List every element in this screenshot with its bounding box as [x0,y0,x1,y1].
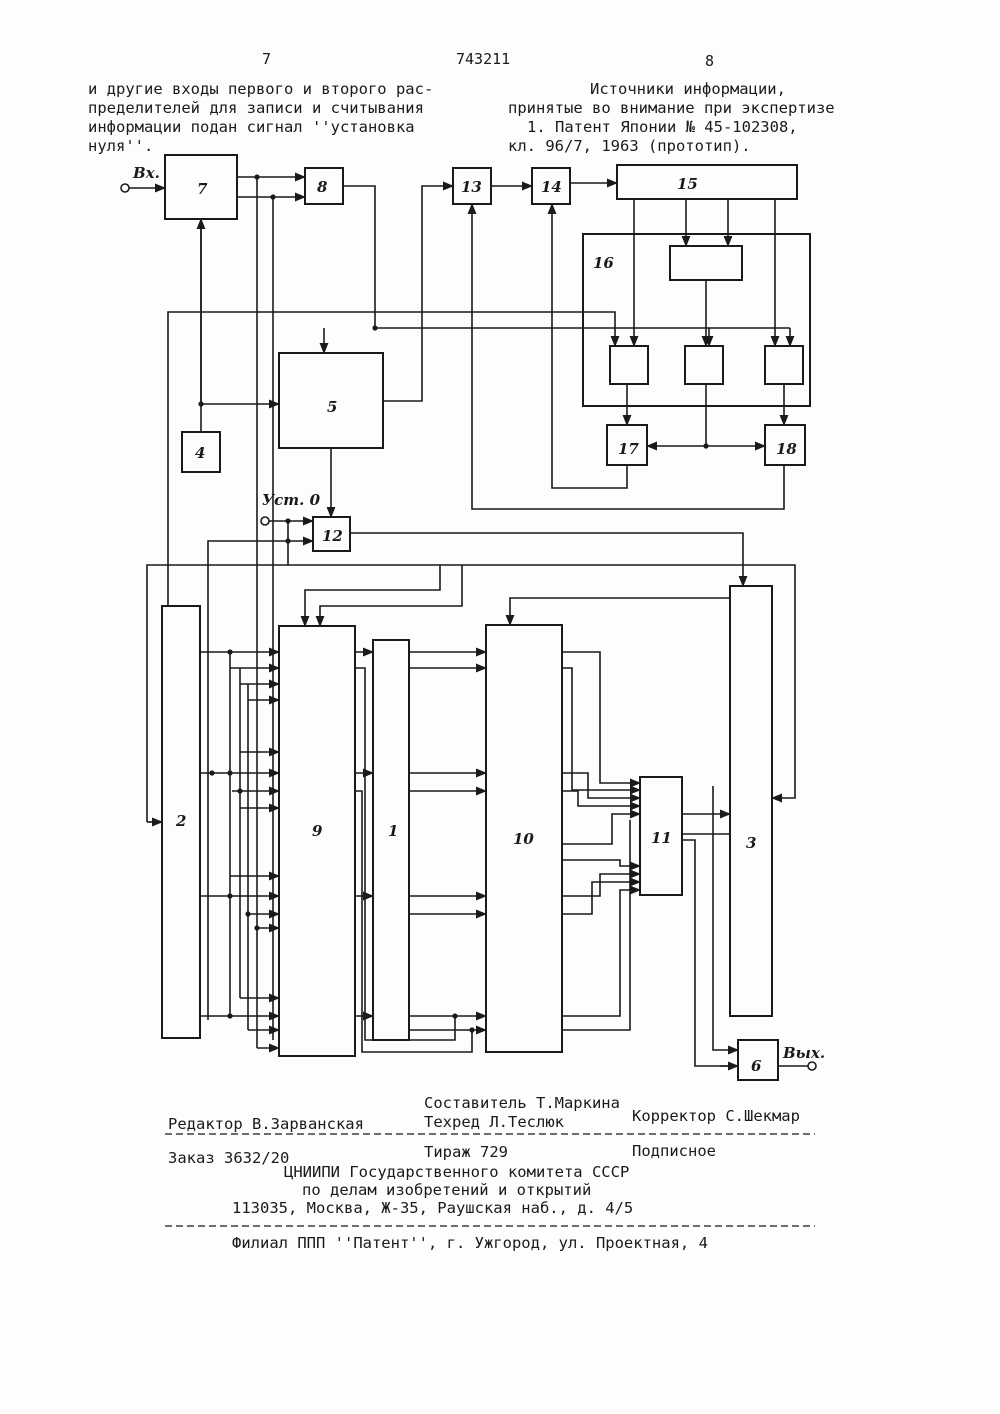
input-label: Вх. [132,164,160,182]
block-16-sub-left [610,346,648,384]
label-9: 9 [312,822,323,840]
label-8: 8 [317,178,328,196]
org-line-2: по делам изобретений и открытий [302,1181,591,1199]
label-4: 4 [195,444,205,462]
label-3: 3 [746,834,756,852]
label-7: 7 [197,180,208,198]
corrector: Корректор С.Шекмар [632,1107,800,1125]
label-1: 1 [388,822,398,840]
editor: Редактор В.Зарванская [168,1115,364,1133]
branch-address: Филиал ППП ''Патент'', г. Ужгород, ул. П… [232,1234,708,1252]
label-5: 5 [327,398,337,416]
label-11: 11 [651,829,672,847]
output-label: Вых. [782,1044,825,1062]
reset-terminal [261,517,269,525]
subscription: Подписное [632,1142,716,1160]
block-16-sub-right [765,346,803,384]
block-9 [279,626,355,1056]
label-6: 6 [751,1057,762,1075]
output-terminal [808,1062,816,1070]
label-17: 17 [618,440,639,458]
order-number: Заказ 3632/20 [168,1149,289,1167]
address: 113035, Москва, Ж-35, Раушская наб., д. … [232,1199,633,1217]
block-16-sub-top [670,246,742,280]
techred: Техред Л.Теслюк [424,1113,564,1131]
label-16: 16 [593,254,614,272]
block-1 [373,640,409,1040]
print-run: Тираж 729 [424,1143,508,1161]
label-10: 10 [513,830,534,848]
org-line-1: ЦНИИПИ Государственного комитета СССР [284,1163,629,1181]
block-15 [617,165,797,199]
label-12: 12 [322,527,343,545]
input-terminal [121,184,129,192]
connections-bus [200,649,808,1066]
block-16-sub-mid [685,346,723,384]
label-18: 18 [776,440,797,458]
block-3 [730,586,772,1016]
block-16 [583,234,810,406]
reset-label: Уст. 0 [262,491,321,509]
label-13: 13 [461,178,482,196]
label-15: 15 [677,175,698,193]
label-2: 2 [175,812,186,830]
label-14: 14 [541,178,562,196]
compiler: Составитель Т.Маркина [424,1094,620,1112]
